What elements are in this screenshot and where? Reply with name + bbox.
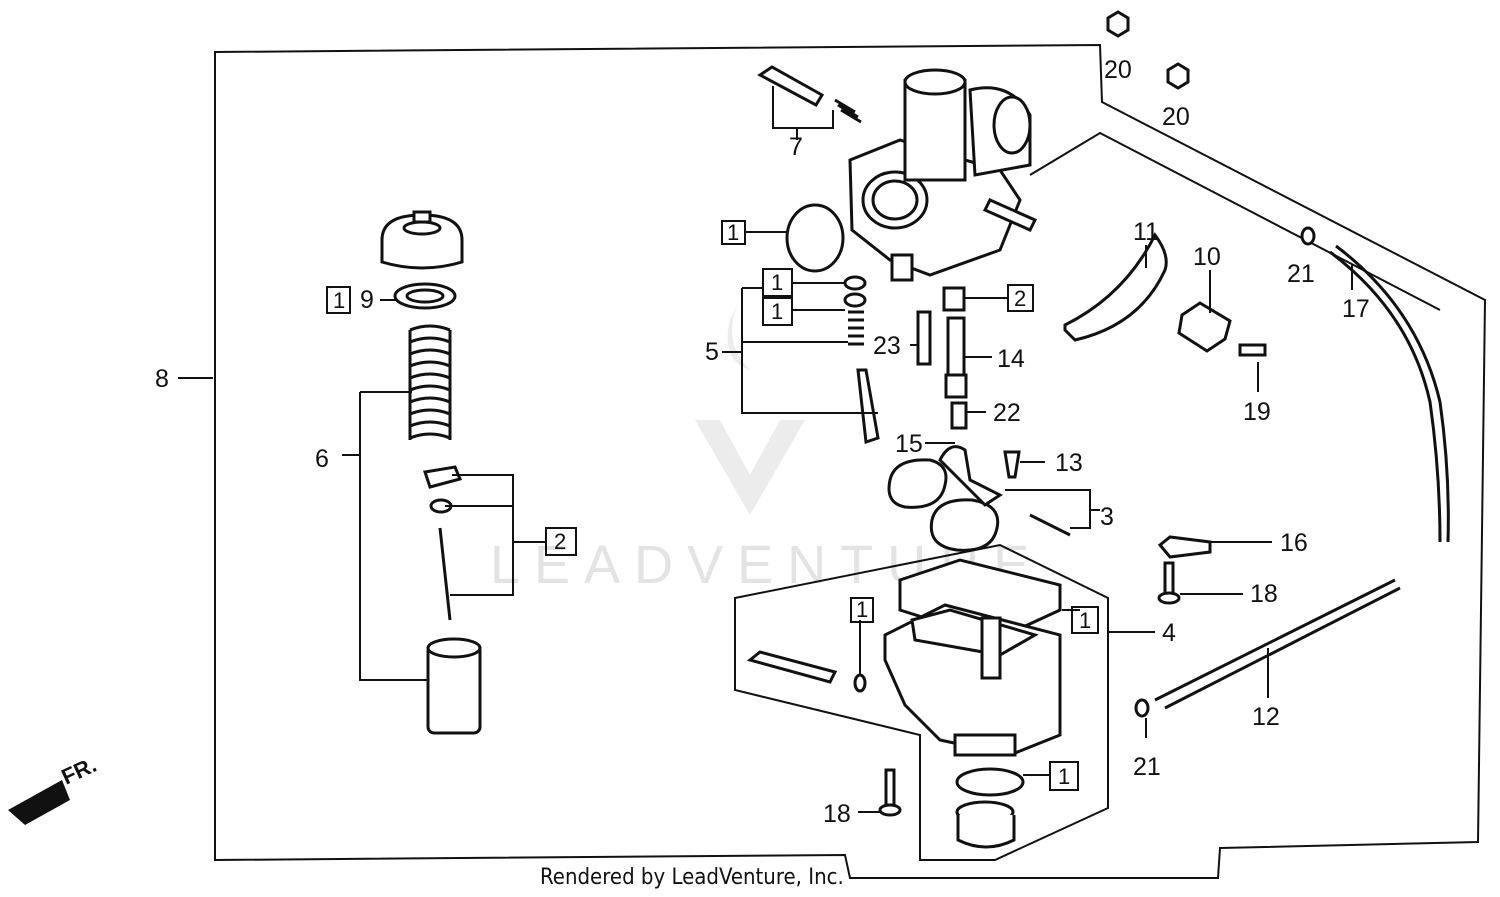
boxed-1-drain: 1 [1058,764,1070,789]
boxed-1-top: 1 [727,220,739,245]
needle-jet-14 [946,316,966,380]
piston-spring [408,324,452,440]
label-17: 17 [1342,295,1370,323]
throttle-piston [426,637,482,735]
label-19: 19 [1243,398,1271,426]
label-11: 11 [1133,218,1159,246]
label-3: 3 [1100,503,1114,531]
body-boundary [1029,131,1441,311]
bolt-18-right [1157,561,1181,605]
needle-clip [423,465,463,489]
diaphragm-cap [380,210,464,270]
boxed-1-9: 1 [333,288,345,313]
screw-19 [1238,343,1267,357]
label-5: 5 [705,338,719,366]
clip-21-top [1300,226,1316,246]
o-ring-bowl [955,767,1025,797]
carburetor-body [848,68,1038,282]
throttle-lever-11 [1063,232,1168,342]
label-6: 6 [315,445,329,473]
float [887,445,1003,552]
label-21-bottom: 21 [1133,753,1161,781]
nut-20b [1166,62,1190,90]
idle-screw [757,65,862,124]
leader-7 [772,86,834,129]
boxed-1-bowl: 1 [1079,608,1091,633]
boxed-2-6: 2 [554,529,566,554]
o-ring-drain [853,673,867,693]
label-10: 10 [1193,243,1221,271]
jet-needle [438,527,452,621]
assembly-boundary [214,43,1487,879]
label-4: 4 [1162,619,1176,647]
part-labels: 3 4 5 6 7 8 9 10 11 12 13 14 15 16 17 18… [155,56,1370,828]
boxed-1-float: 1 [856,597,868,622]
float-valve-13 [1003,450,1021,479]
o-ring-top [785,203,845,273]
jet-holder-cap [942,286,966,312]
label-13: 13 [1055,449,1083,477]
bolt-18-bottom [878,768,902,817]
label-9: 9 [360,286,374,314]
main-jet-22 [950,401,968,430]
label-16: 16 [1280,529,1308,557]
float-bowl-boundary [734,543,1109,861]
label-7: 7 [789,133,803,161]
boxed-labels: 1 1 1 1 1 1 1 2 2 [326,220,1099,791]
label-23: 23 [873,332,901,360]
slow-jet-23 [916,310,932,366]
label-20a: 20 [1104,56,1132,84]
direction-label: FR. [58,752,101,790]
boxed-2-top: 2 [1014,286,1026,311]
vent-tube-17 [1329,250,1442,543]
drain-screw [746,650,838,684]
clip-21-bottom [1134,698,1150,718]
leader-6 [359,391,428,681]
nut-20a [1106,10,1130,38]
fuel-tube-12 [1154,578,1396,702]
label-15: 15 [895,430,923,458]
label-18-right: 18 [1250,580,1278,608]
cable-holder-10 [1177,301,1232,353]
label-8: 8 [155,365,169,393]
label-22: 22 [993,399,1021,427]
float-pin [1029,513,1071,537]
credit-text: Rendered by LeadVenture, Inc. [540,865,844,890]
clip-16 [1157,535,1212,559]
o-ring-5b [843,292,867,308]
label-18-bottom: 18 [823,800,851,828]
label-12: 12 [1252,703,1280,731]
pilot-spring [848,310,864,346]
label-20b: 20 [1162,103,1190,131]
boxed-1-5b: 1 [771,299,783,324]
boxed-1-5a: 1 [771,270,783,295]
float-bowl [883,558,1062,757]
front-direction-arrow: FR. [8,752,100,825]
drain-plug [955,800,1016,849]
label-14: 14 [997,345,1025,373]
pilot-screw [856,368,880,445]
o-ring-5a [843,275,867,291]
label-21-top: 21 [1287,260,1315,288]
